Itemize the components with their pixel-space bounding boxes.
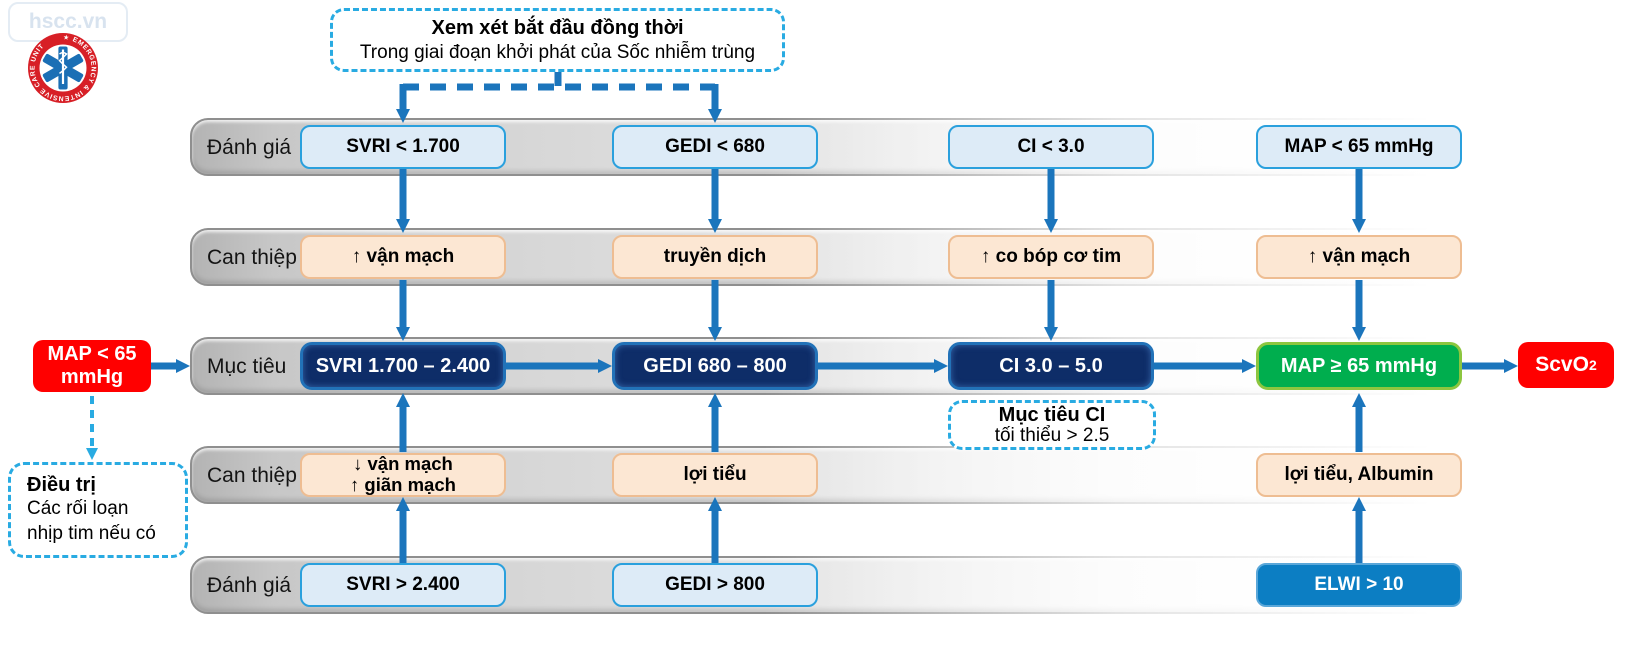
intervention-box-diuretic: lợi tiểu bbox=[612, 453, 818, 497]
target-box-gedi: GEDI 680 – 800 bbox=[612, 342, 818, 390]
ci-note-title: Mục tiêu CI bbox=[998, 403, 1106, 426]
top-consideration-note: Xem xét bắt đầu đồng thời Trong giai đoạ… bbox=[330, 8, 785, 72]
goal-box-map: MAP ≥ 65 mmHg bbox=[1256, 342, 1462, 390]
intervention-box-fluids: truyền dịch bbox=[612, 235, 818, 279]
top-note-subtitle: Trong giai đoạn khởi phát của Sốc nhiễm … bbox=[359, 41, 756, 63]
intervention-box-diuretic-albumin: lợi tiểu, Albumin bbox=[1256, 453, 1462, 497]
row-label: Can thiệp bbox=[207, 464, 297, 487]
assess-box-elwi-high: ELWI > 10 bbox=[1256, 563, 1462, 607]
top-note-title: Xem xét bắt đầu đồng thời bbox=[431, 16, 684, 39]
intervention-box-vasopressor-up: ↑ vận mạch bbox=[300, 235, 506, 279]
assess-box-ci-low: CI < 3.0 bbox=[948, 125, 1154, 169]
assess-box-gedi-low: GEDI < 680 bbox=[612, 125, 818, 169]
intervention-box-vaso-down-dilate-up: ↓ vận mạch ↑ giãn mạch bbox=[300, 453, 506, 497]
scvo2-text: ScvO bbox=[1535, 353, 1589, 376]
row-label: Can thiệp bbox=[207, 246, 297, 269]
treatment-note: Điều trị Các rối loạn nhịp tim nếu có bbox=[8, 462, 188, 558]
row-label: Đánh giá bbox=[207, 136, 292, 159]
row-label: Mục tiêu bbox=[207, 355, 287, 378]
assess-box-svri-low: SVRI < 1.700 bbox=[300, 125, 506, 169]
map-trigger-box: MAP < 65 mmHg bbox=[33, 340, 151, 392]
treatment-note-body: Các rối loạn nhịp tim nếu có bbox=[27, 497, 156, 544]
scvo2-subscript: 2 bbox=[1588, 357, 1597, 373]
hscc-watermark-text: hscc.vn bbox=[28, 10, 108, 33]
rod-of-asclepius-icon bbox=[58, 49, 68, 84]
ci-minimum-note: Mục tiêu CI tối thiểu > 2.5 bbox=[948, 400, 1156, 450]
intervention-box-inotrope: ↑ co bóp cơ tim bbox=[948, 235, 1154, 279]
intervention-box-vasopressor-up-2: ↑ vận mạch bbox=[1256, 235, 1462, 279]
emergency-intensive-care-logo: ★ EMERGENCY & INTENSIVE CARE UNIT bbox=[28, 33, 98, 103]
assess-box-gedi-high: GEDI > 800 bbox=[612, 563, 818, 607]
assess-box-map-low: MAP < 65 mmHg bbox=[1256, 125, 1462, 169]
map-trigger-line1: MAP < 65 bbox=[47, 343, 137, 365]
row-label: Đánh giá bbox=[207, 574, 292, 597]
target-box-svri: SVRI 1.700 – 2.400 bbox=[300, 342, 506, 390]
target-box-ci: CI 3.0 – 5.0 bbox=[948, 342, 1154, 390]
ci-note-subtitle: tối thiểu > 2.5 bbox=[994, 424, 1110, 446]
map-trigger-line2: mmHg bbox=[60, 366, 124, 388]
treatment-note-title: Điều trị bbox=[27, 473, 96, 496]
assess-box-svri-high: SVRI > 2.400 bbox=[300, 563, 506, 607]
